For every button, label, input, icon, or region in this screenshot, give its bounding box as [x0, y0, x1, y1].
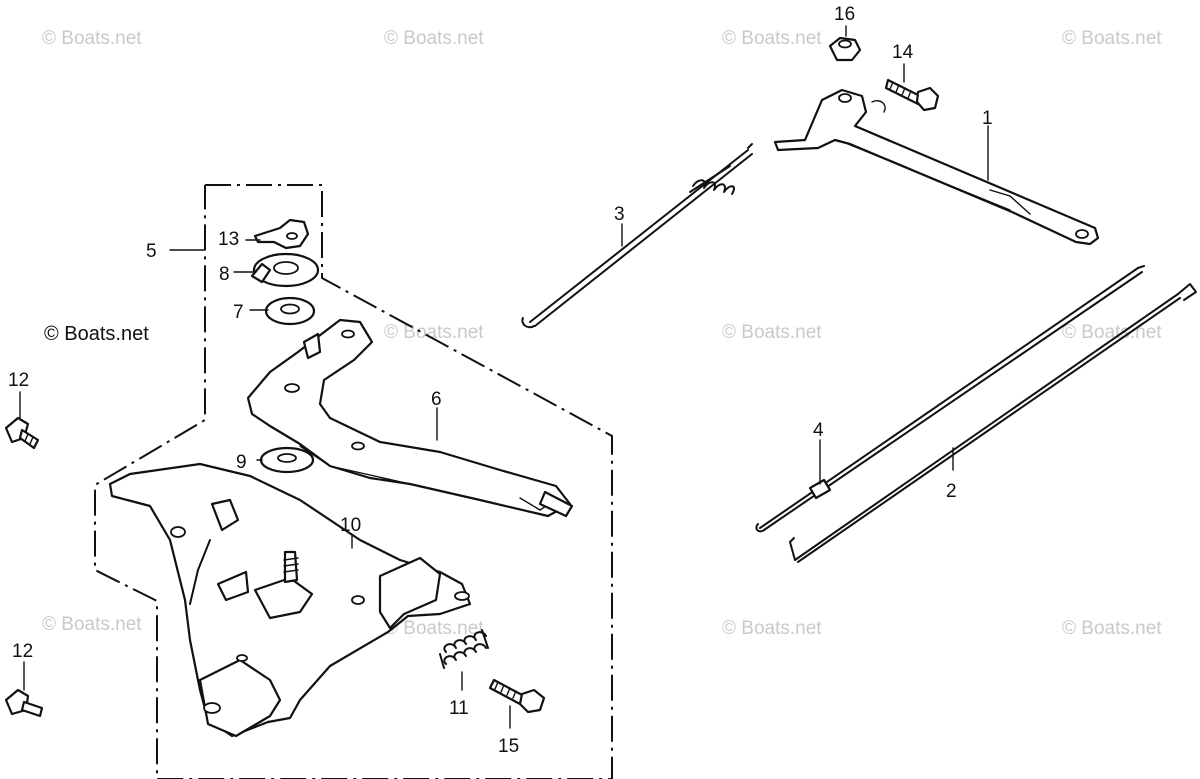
- assembly-boundary: [94, 184, 613, 779]
- part-bolt-12-lower: [4, 688, 44, 718]
- callout-labels: 1 2 3 4 5 6 7 8 9 10 11 12 12 13 14 15 1…: [8, 4, 993, 757]
- watermark: © Boats.net: [722, 28, 822, 49]
- callout-13: 13: [218, 229, 239, 250]
- part-long-rods: [755, 265, 1197, 563]
- part-control-base: [108, 462, 472, 738]
- callout-12-upper: 12: [8, 370, 29, 391]
- callout-3: 3: [614, 204, 625, 225]
- callout-1: 1: [982, 108, 993, 129]
- callout-5: 5: [146, 241, 157, 262]
- watermark: © Boats.net: [722, 322, 822, 343]
- watermark-prominent: © Boats.net: [44, 323, 149, 345]
- part-bolt-15: [488, 678, 546, 714]
- watermark: © Boats.net: [384, 28, 484, 49]
- watermark: © Boats.net: [384, 322, 484, 343]
- part-washer-9: [259, 446, 315, 474]
- callout-4: 4: [813, 420, 824, 441]
- part-washer-7: [264, 296, 316, 326]
- watermark: © Boats.net: [1062, 618, 1162, 639]
- callout-16: 16: [834, 4, 855, 25]
- watermark: © Boats.net: [42, 614, 142, 635]
- part-spring-rod: [521, 143, 753, 329]
- watermarks: © Boats.net © Boats.net © Boats.net © Bo…: [42, 28, 1162, 639]
- callout-10: 10: [340, 515, 361, 536]
- callout-12-lower: 12: [12, 641, 33, 662]
- part-control-lever: [246, 318, 574, 518]
- watermark: © Boats.net: [42, 28, 142, 49]
- callout-9: 9: [236, 452, 247, 473]
- callout-6: 6: [431, 389, 442, 410]
- part-spring: [439, 629, 489, 669]
- part-wing-nut: [253, 218, 310, 250]
- callout-7: 7: [233, 302, 244, 323]
- callout-15: 15: [498, 736, 519, 757]
- part-tab-washer: [250, 252, 320, 288]
- callout-14: 14: [892, 42, 914, 63]
- part-bolt-12-upper: [4, 416, 40, 450]
- part-governor-arm: [773, 88, 1100, 246]
- callout-11: 11: [449, 698, 469, 719]
- part-bolt-14: [884, 78, 940, 112]
- leader-lines: [19, 25, 989, 729]
- part-nut: [828, 36, 862, 62]
- callout-8: 8: [219, 264, 230, 285]
- watermark: © Boats.net: [722, 618, 822, 639]
- watermark: © Boats.net: [384, 618, 484, 639]
- callout-2: 2: [946, 481, 957, 502]
- watermark: © Boats.net: [1062, 28, 1162, 49]
